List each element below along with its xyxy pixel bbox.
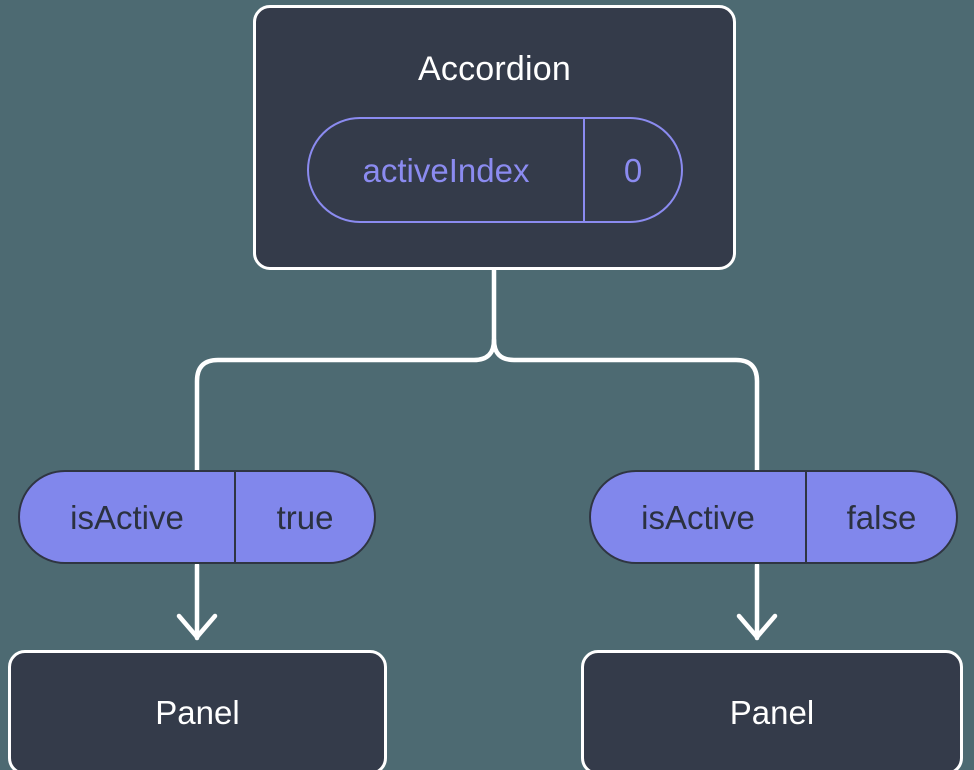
accordion-title: Accordion — [418, 50, 571, 88]
panel-node-left[interactable]: Panel — [8, 650, 387, 770]
prop-pill-key: isActive — [20, 472, 236, 562]
arrow-head-right-icon — [736, 613, 778, 640]
panel-title-left: Panel — [155, 694, 240, 731]
connector-trunk — [491, 267, 760, 473]
prop-pill-value: true — [276, 498, 334, 536]
panel-title-right: Panel — [729, 694, 815, 731]
state-pill-value: 0 — [623, 151, 643, 189]
panel-node-right[interactable]: Panel — [581, 650, 963, 770]
connector-trunk-left — [194, 337, 497, 473]
prop-pill-key: isActive — [591, 472, 807, 562]
prop-pill-isactive-false[interactable]: isActive false — [589, 470, 958, 564]
state-pill-key: activeIndex — [309, 119, 585, 221]
prop-pill-value: false — [846, 498, 917, 536]
state-pill-activeindex[interactable]: activeIndex 0 — [307, 117, 683, 223]
arrow-head-left-icon — [176, 613, 218, 640]
prop-pill-isactive-true[interactable]: isActive true — [18, 470, 376, 564]
